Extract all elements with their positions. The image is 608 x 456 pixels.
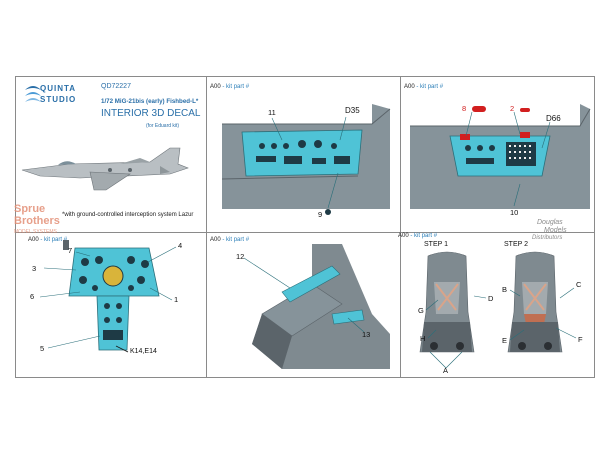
product-type: INTERIOR 3D DECAL (101, 108, 201, 119)
divider-vertical-2 (400, 77, 401, 377)
aircraft-illustration (21, 147, 189, 191)
callout-2: 2 (510, 104, 515, 113)
panel-1-part: A00 (210, 84, 221, 90)
callout-f: F (578, 335, 583, 344)
panel-4-illustration (252, 244, 390, 369)
panel-3-suffix: - kit part # (40, 237, 68, 243)
seat-step-1-illustration (419, 251, 475, 353)
panel-2-label: A00 - kit part # (404, 84, 443, 90)
panel-1-label: A00 - kit part # (210, 84, 249, 90)
watermark-model-systems: MODEL SYSTEMS (14, 229, 57, 235)
watermark-models: Models (544, 227, 567, 234)
panel-2-illustration (410, 104, 591, 209)
panel-4-part: A00 (210, 237, 221, 243)
callout-k14-e14: K14,E14 (130, 348, 157, 355)
panel-2-part: A00 (404, 84, 415, 90)
callout-6: 6 (30, 292, 35, 301)
callout-4: 4 (178, 241, 183, 250)
watermark-douglas: Douglas (537, 219, 563, 226)
callout-13: 13 (362, 330, 371, 339)
callout-10: 10 (510, 208, 519, 217)
kit-note: (for Eduard kit) (146, 123, 180, 129)
watermark-sprue: Sprue (14, 203, 46, 215)
quinta-studio-logo (25, 86, 41, 102)
step-1-label: STEP 1 (424, 241, 448, 248)
product-code: QD72227 (101, 83, 131, 90)
panel-5-label: A00 - kit part # (398, 233, 437, 239)
model-title: 1/72 MiG-21bis (early) Fishbed-L* (101, 98, 199, 105)
divider-horizontal (16, 232, 594, 233)
brand-line-2: STUDIO (40, 95, 77, 104)
callout-9: 9 (318, 210, 323, 219)
callout-d66: D66 (546, 114, 561, 123)
panel-4-label: A00 - kit part # (210, 237, 249, 243)
callout-3: 3 (32, 264, 37, 273)
callout-d35: D35 (345, 106, 360, 115)
step-2-label: STEP 2 (504, 241, 528, 248)
panel-2-suffix: - kit part # (416, 84, 444, 90)
watermark-brothers: Brothers (14, 215, 60, 227)
footnote: *with ground-controlled interception sys… (62, 212, 194, 218)
callout-5: 5 (40, 344, 45, 353)
callout-12: 12 (236, 252, 245, 261)
callout-7: 7 (68, 246, 73, 255)
panel-1-suffix: - kit part # (222, 84, 250, 90)
callout-h: H (420, 334, 426, 343)
callout-8: 8 (462, 104, 467, 113)
watermark-distributors: Distributors (532, 235, 563, 241)
callout-c: C (576, 280, 582, 289)
panel-3-illustration (63, 240, 160, 351)
panel-5-suffix: - kit part # (410, 233, 438, 239)
brand-line-1: QUINTA (40, 84, 77, 93)
callout-g: G (418, 306, 424, 315)
seat-step-2-illustration (507, 251, 563, 353)
callout-e: E (502, 336, 508, 345)
panel-3-label: A00 - kit part # (28, 237, 67, 243)
callout-1: 1 (174, 295, 179, 304)
panel-4-suffix: - kit part # (222, 237, 250, 243)
callout-a: A (443, 366, 449, 375)
callout-d: D (488, 294, 494, 303)
callout-11: 11 (268, 108, 276, 117)
panel-5-part: A00 (398, 233, 409, 239)
panel-3-part: A00 (28, 237, 39, 243)
callout-b: B (502, 285, 508, 294)
divider-vertical-1 (206, 77, 207, 377)
panel-1-illustration (221, 104, 391, 209)
